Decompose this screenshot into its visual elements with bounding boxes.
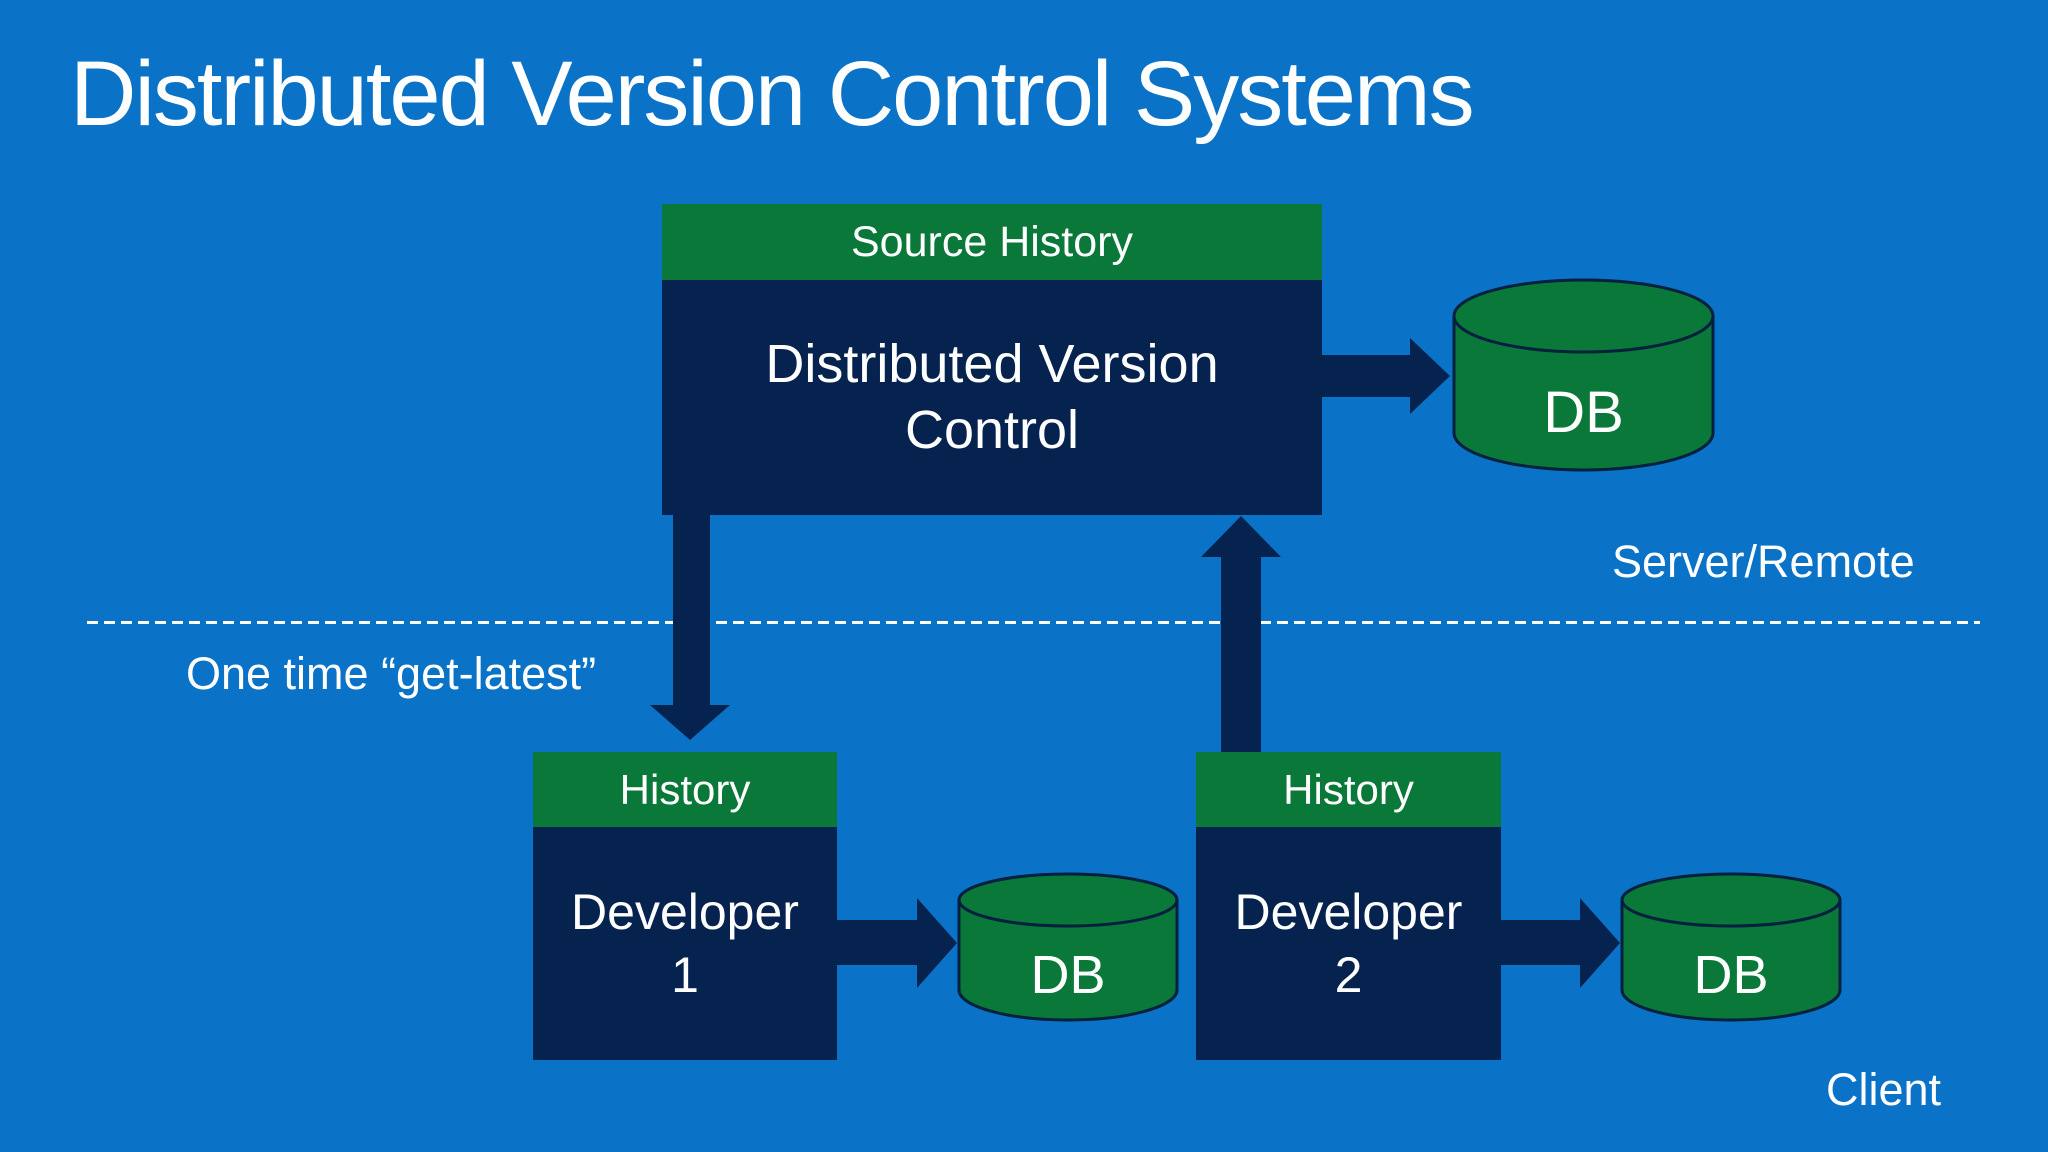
db-server-label: DB [1543, 379, 1624, 445]
arrow-dev2-to-db [1501, 920, 1580, 965]
arrow-dev2-to-dvc [1221, 556, 1261, 752]
dev2-box-body: Developer 2 [1196, 827, 1501, 1060]
arrow-dev2-to-dvc-head-icon [1201, 516, 1281, 557]
dev1-body-label: Developer 1 [571, 884, 799, 1003]
cylinder-shape-icon [1620, 872, 1842, 1022]
cylinder-shape-icon [1452, 278, 1715, 472]
dev1-box-body: Developer 1 [533, 827, 837, 1060]
dvc-header-label: Source History [851, 217, 1133, 266]
dev2-box-header: History [1196, 752, 1501, 827]
one-time-get-latest-annotation: One time “get-latest” [186, 648, 597, 699]
dev1-box-header: History [533, 752, 837, 827]
arrow-dvc-to-dev1-head-icon [650, 705, 730, 740]
arrow-dev1-to-db [837, 920, 917, 965]
arrow-dev1-to-db-head-icon [917, 898, 957, 988]
db-cylinder-dev1: DB [957, 872, 1179, 1022]
dvc-box-header: Source History [662, 204, 1322, 280]
db-cylinder-dev2: DB [1620, 872, 1842, 1022]
server-zone-label: Server/Remote [1612, 536, 1915, 587]
arrow-dvc-to-dev1 [673, 514, 710, 705]
dev1-header-label: History [619, 765, 751, 813]
cylinder-shape-icon [957, 872, 1179, 1022]
page-title: Distributed Version Control Systems [70, 43, 1475, 145]
developer2-box: History Developer 2 [1196, 752, 1501, 1060]
dvc-server-box: Source History Distributed Version Contr… [662, 204, 1322, 515]
dvc-body-label: Distributed Version Control [765, 333, 1219, 460]
dvc-box-body: Distributed Version Control [662, 280, 1322, 515]
dev2-body-label: Developer 2 [1234, 884, 1463, 1003]
dev2-header-label: History [1283, 765, 1414, 813]
arrow-dvc-to-db [1322, 355, 1410, 397]
db-dev2-label: DB [1693, 945, 1769, 1005]
client-zone-label: Client [1826, 1064, 1942, 1115]
arrow-dvc-to-db-head-icon [1410, 338, 1450, 414]
arrow-dev2-to-db-head-icon [1580, 898, 1620, 988]
db-dev1-label: DB [1030, 945, 1106, 1005]
db-cylinder-server: DB [1452, 278, 1715, 472]
developer1-box: History Developer 1 [533, 752, 837, 1060]
server-client-divider [87, 621, 1980, 624]
